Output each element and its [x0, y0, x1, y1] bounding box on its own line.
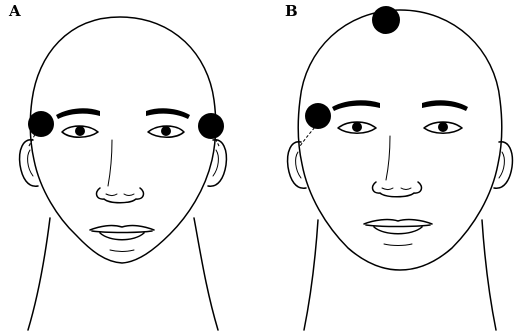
- face-b-ear-left: [288, 142, 306, 188]
- face-b: [288, 6, 513, 330]
- face-a-marker-right: [198, 113, 224, 139]
- face-b-marker-top: [372, 6, 400, 34]
- face-b-chin-line: [384, 244, 412, 246]
- face-a-chin-line: [110, 250, 134, 252]
- face-b-ear-right: [494, 142, 512, 188]
- face-b-brow-left: [332, 100, 380, 111]
- face-a-nostril-right: [124, 194, 134, 196]
- face-b-iris-left: [352, 122, 362, 132]
- face-a-brow-left: [56, 108, 100, 119]
- face-b-nostril-right: [401, 188, 411, 190]
- face-a: [20, 17, 227, 330]
- face-a-lip-line: [92, 231, 152, 233]
- face-a-iris-left: [75, 126, 85, 136]
- face-a-lower-lip: [100, 233, 144, 240]
- face-b-lower-lip: [374, 227, 422, 234]
- face-a-nose-bridge: [108, 140, 112, 186]
- face-b-nostril-left: [382, 188, 393, 190]
- face-a-marker-left: [28, 111, 54, 137]
- face-a-iris-right: [161, 126, 171, 136]
- face-a-nose-base: [97, 188, 144, 203]
- face-b-head-outline: [298, 10, 501, 270]
- face-a-upper-lip: [90, 226, 154, 230]
- face-b-upper-lip: [364, 220, 432, 224]
- face-b-nose-base: [373, 182, 422, 197]
- face-b-iris-right: [438, 122, 448, 132]
- face-b-brow-right: [422, 100, 468, 111]
- face-b-marker-left: [305, 103, 331, 129]
- face-b-neck-left: [304, 220, 318, 330]
- face-b-lip-line: [366, 225, 430, 227]
- face-b-nose-bridge: [386, 136, 390, 180]
- face-a-brow-right: [146, 108, 190, 119]
- face-a-nostril-left: [106, 194, 117, 196]
- face-b-neck-right: [482, 220, 496, 330]
- face-a-neck-left: [28, 218, 50, 330]
- face-a-neck-right: [194, 218, 218, 330]
